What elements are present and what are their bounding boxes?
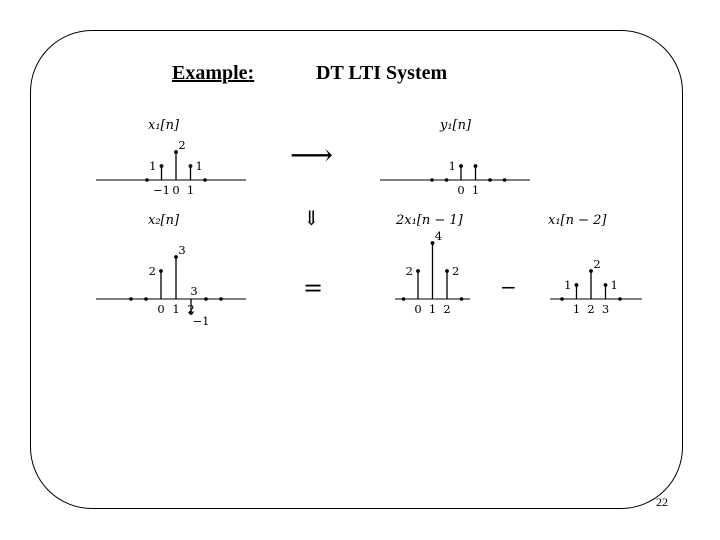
- y2a-tick-label: 2: [443, 302, 450, 316]
- y1-zero-sample: [502, 178, 507, 182]
- x2-negative-label: −1: [193, 314, 210, 328]
- y2a-value-label: 2: [406, 264, 413, 278]
- x1-value-label: 2: [178, 138, 185, 152]
- x1-tick-label: 0: [172, 183, 179, 197]
- x2-value-label: 3: [178, 243, 185, 257]
- x1-stem-head: [188, 164, 193, 168]
- y2b-zero-sample: [560, 297, 564, 301]
- x2-zero-sample: [204, 297, 208, 301]
- y2b-tick-label: 3: [602, 302, 609, 316]
- y1-label: y₁[n]: [440, 118, 472, 133]
- x1-tick-label: −1: [153, 183, 170, 197]
- y1-zero-sample: [488, 178, 492, 182]
- x2-stem-head: [174, 255, 178, 259]
- x2-value-label: 2: [149, 264, 156, 278]
- y1-zero-sample: [444, 178, 449, 182]
- y2a-stem-head: [416, 269, 420, 273]
- x2-tick-label: 1: [172, 302, 179, 316]
- y2b-value-label: 2: [593, 257, 600, 271]
- equals-sign: =: [303, 274, 324, 302]
- x1-tick-label: 1: [187, 183, 194, 197]
- x2-tick-label: 0: [157, 302, 164, 316]
- y1-value-label: 1: [449, 159, 456, 173]
- y2b-label: x₁[n − 2]: [548, 213, 607, 228]
- x1-value-label: 1: [196, 159, 203, 173]
- y2b-stem-head: [603, 283, 608, 287]
- y2b-zero-sample: [618, 297, 622, 301]
- x2-zero-sample: [219, 297, 223, 301]
- y2b-stem-head: [589, 269, 593, 273]
- x1-stem-head: [174, 150, 178, 154]
- y1-stem-head: [473, 164, 478, 168]
- y2a-stem-head: [445, 269, 449, 273]
- slide-frame: [30, 30, 683, 509]
- page-number: 22: [656, 495, 668, 509]
- slide-heading: DT LTI System: [316, 62, 448, 84]
- y2a-label: 2x₁[n − 1]: [396, 213, 463, 228]
- y2a-zero-sample: [459, 297, 464, 301]
- y2a-tick-label: 0: [414, 302, 421, 316]
- x2-label: x₂[n]: [148, 213, 180, 228]
- y2b-value-label: 1: [611, 278, 618, 292]
- y2a-value-label: 4: [435, 229, 442, 243]
- x1-value-label: 1: [149, 159, 156, 173]
- x2-stem-head: [159, 269, 163, 273]
- y2b-tick-label: 2: [587, 302, 594, 316]
- y1-tick-label: 1: [472, 183, 479, 197]
- y2a-stem-head: [430, 241, 435, 245]
- y2a-tick-label: 1: [429, 302, 436, 316]
- y2b-value-label: 1: [564, 278, 571, 292]
- x2-tick-label: 2: [187, 302, 194, 316]
- y2a-value-label: 2: [452, 264, 459, 278]
- y1-stem-head: [459, 164, 463, 168]
- x2-stem-head: [189, 311, 193, 315]
- y1-tick-label: 0: [457, 183, 464, 197]
- example-label: Example:: [172, 62, 255, 84]
- x1-label: x₁[n]: [148, 118, 180, 133]
- x1-zero-sample: [145, 178, 149, 182]
- x2-zero-sample: [129, 297, 133, 301]
- x1-zero-sample: [203, 178, 207, 182]
- y2a-zero-sample: [401, 297, 406, 301]
- y2b-stem-head: [574, 283, 579, 287]
- x1-stem-head: [159, 164, 164, 168]
- y1-zero-sample: [430, 178, 434, 182]
- y2b-tick-label: 1: [573, 302, 580, 316]
- x2-value-label: 3: [190, 284, 197, 298]
- minus-sign: −: [500, 275, 517, 299]
- x2-zero-sample: [144, 297, 148, 301]
- maps-to-arrow: ⟶: [290, 138, 334, 173]
- implies-arrow: ⇓: [303, 206, 320, 230]
